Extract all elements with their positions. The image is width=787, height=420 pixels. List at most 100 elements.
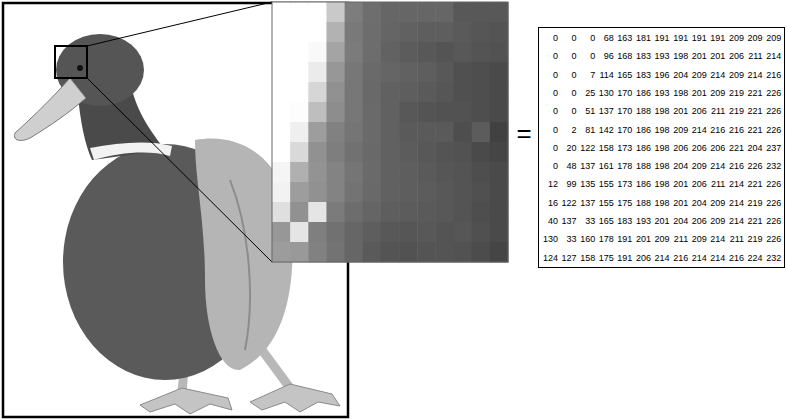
table-cell: 209 — [726, 29, 744, 47]
zoom-pixel — [381, 42, 400, 63]
table-cell: 173 — [614, 175, 632, 193]
table-cell: 201 — [670, 175, 688, 193]
table-cell: 232 — [763, 249, 781, 267]
pixel-table: 0006816318119119119119120920920900096168… — [538, 27, 785, 268]
zoom-pixel — [399, 122, 418, 143]
table-cell: 198 — [652, 139, 670, 157]
zoom-pixel — [454, 102, 473, 123]
zoom-pixel — [381, 222, 400, 243]
zoom-pixel — [454, 82, 473, 103]
zoom-pixel — [290, 182, 309, 203]
zoom-pixel — [399, 202, 418, 223]
table-cell: 204 — [745, 139, 763, 157]
zoom-pixel — [326, 222, 345, 243]
table-cell: 168 — [614, 47, 632, 65]
table-cell: 196 — [652, 66, 670, 84]
table-cell: 206 — [726, 47, 744, 65]
table-cell: 193 — [652, 47, 670, 65]
photo-frame — [3, 3, 348, 417]
table-cell: 130 — [596, 84, 614, 102]
zoom-pixel — [417, 142, 436, 163]
zoom-pixel — [326, 182, 345, 203]
zoom-pixel — [417, 102, 436, 123]
table-cell: 198 — [652, 102, 670, 120]
table-cell: 178 — [596, 230, 614, 248]
table-cell: 209 — [707, 84, 725, 102]
zoom-pixel — [345, 142, 364, 163]
table-cell: 188 — [633, 194, 651, 212]
table-cell: 201 — [633, 230, 651, 248]
duck-leg — [262, 350, 290, 388]
duck-wing — [195, 138, 293, 370]
zoom-pixel — [345, 162, 364, 183]
zoom-pixel — [454, 142, 473, 163]
zoom-pixel — [363, 142, 382, 163]
table-cell: 198 — [670, 84, 688, 102]
table-cell: 186 — [633, 139, 651, 157]
zoom-pixel — [472, 62, 491, 83]
zoom-pixel — [308, 242, 327, 263]
duck-eye — [77, 65, 83, 71]
table-cell: 181 — [633, 29, 651, 47]
zoom-pixel — [472, 182, 491, 203]
table-cell: 214 — [707, 249, 725, 267]
table-cell: 209 — [707, 212, 725, 230]
table-cell: 0 — [540, 102, 558, 120]
table-cell: 33 — [577, 212, 595, 230]
zoom-pixel — [308, 202, 327, 223]
zoom-pixel — [308, 122, 327, 143]
table-cell: 158 — [596, 139, 614, 157]
zoom-pixel — [308, 182, 327, 203]
table-cell: 221 — [745, 121, 763, 139]
table-cell: 0 — [540, 47, 558, 65]
zoom-pixel — [363, 62, 382, 83]
zoom-pixel — [490, 162, 509, 183]
zoom-pixel — [417, 162, 436, 183]
zoom-pixel — [363, 22, 382, 43]
table-cell: 0 — [577, 47, 595, 65]
table-cell: 204 — [670, 66, 688, 84]
table-cell: 206 — [707, 139, 725, 157]
zoom-pixel — [472, 142, 491, 163]
zoom-pixel — [326, 142, 345, 163]
table-cell: 25 — [577, 84, 595, 102]
table-cell: 163 — [614, 29, 632, 47]
zoom-pixel — [435, 142, 454, 163]
table-cell: 214 — [689, 249, 707, 267]
zoom-pixel — [381, 122, 400, 143]
table-cell: 0 — [540, 29, 558, 47]
table-cell: 0 — [540, 84, 558, 102]
table-cell: 122 — [577, 139, 595, 157]
zoom-pixel — [435, 222, 454, 243]
zoom-pixel — [472, 122, 491, 143]
table-cell: 226 — [745, 157, 763, 175]
table-cell: 161 — [596, 157, 614, 175]
wing-feather — [230, 180, 250, 350]
table-cell: 0 — [559, 102, 577, 120]
zoom-pixel — [417, 242, 436, 263]
zoom-pixel — [290, 62, 309, 83]
table-cell: 221 — [745, 84, 763, 102]
table-cell: 211 — [745, 47, 763, 65]
table-cell: 204 — [670, 157, 688, 175]
zoom-pixel — [454, 242, 473, 263]
zoom-pixel — [435, 22, 454, 43]
zoom-pixel — [345, 182, 364, 203]
zoom-pixel — [345, 62, 364, 83]
table-cell: 33 — [559, 230, 577, 248]
zoom-pixel — [490, 122, 509, 143]
table-cell: 175 — [614, 194, 632, 212]
table-cell: 155 — [596, 194, 614, 212]
table-cell: 209 — [726, 66, 744, 84]
zoom-pixel — [490, 242, 509, 263]
zoom-pixel — [417, 2, 436, 23]
zoom-pixel — [326, 202, 345, 223]
zoom-pixel — [272, 62, 291, 83]
zoom-pixel — [308, 102, 327, 123]
table-cell: 216 — [763, 66, 781, 84]
zoom-pixel — [381, 202, 400, 223]
zoom-pixel — [308, 82, 327, 103]
zoom-pixel — [490, 22, 509, 43]
zoom-pixel — [363, 2, 382, 23]
table-cell: 178 — [614, 157, 632, 175]
